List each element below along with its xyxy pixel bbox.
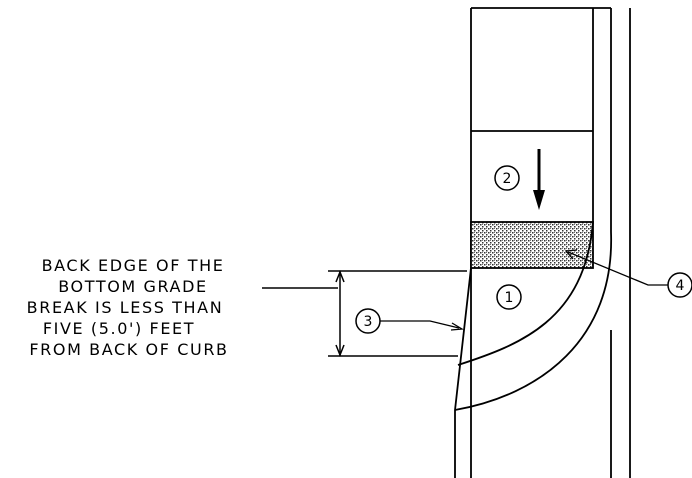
- downhill-arrow-icon: [533, 149, 545, 210]
- note-line-2: BOTTOM GRADE: [58, 277, 208, 296]
- detectable-warning-band: [470, 221, 594, 269]
- callout-2: 2: [494, 165, 520, 191]
- note-line-4: FIVE (5.0') FEET: [42, 319, 196, 338]
- note-line-1: BACK EDGE OF THE: [41, 256, 225, 275]
- dimension-marker: [262, 269, 467, 358]
- callout-3: 3: [355, 308, 465, 334]
- callout-1-label: 1: [505, 290, 514, 306]
- callout-3-label: 3: [364, 314, 373, 330]
- note-line-5: FROM BACK OF CURB: [29, 340, 229, 359]
- callout-4-label: 4: [676, 278, 685, 294]
- callout-2-label: 2: [503, 171, 512, 187]
- note-line-3: BREAK IS LESS THAN: [26, 298, 224, 317]
- callout-4: 4: [564, 249, 692, 298]
- ramp-flare-and-gutter: [454, 8, 631, 478]
- callout-1: 1: [496, 284, 522, 310]
